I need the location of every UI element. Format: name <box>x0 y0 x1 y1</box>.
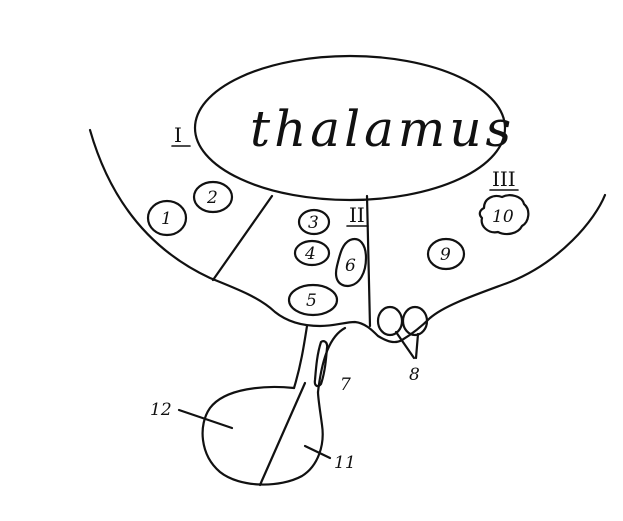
leader-8-right <box>414 332 420 360</box>
nucleus-6-outline <box>334 237 368 288</box>
pituitary-gland-outline <box>201 385 324 486</box>
region-label-II: II <box>349 203 365 227</box>
region-label-I: I <box>174 123 182 147</box>
label-7: 7 <box>340 375 351 395</box>
nucleus-3-label: 3 <box>308 213 319 233</box>
divider-II-III <box>365 194 372 328</box>
nucleus-2-outline <box>192 180 234 214</box>
nucleus-9-label: 9 <box>440 245 451 265</box>
label-11: 11 <box>334 453 356 473</box>
nucleus-5-label: 5 <box>306 291 317 311</box>
stalk-left-edge <box>292 324 309 390</box>
leader-11 <box>303 444 332 460</box>
nucleus-10-label: 10 <box>492 207 514 227</box>
mammillary-body-right <box>401 305 429 337</box>
label-12: 12 <box>150 400 172 420</box>
mammillary-body-left <box>376 305 404 337</box>
nucleus-6-label: 6 <box>345 256 356 276</box>
region-label-III: III <box>492 167 516 191</box>
thalamus-ellipse <box>193 54 507 202</box>
nucleus-9-outline <box>426 237 466 271</box>
leader-8-left <box>394 330 416 360</box>
nucleus-10-outline <box>478 194 530 236</box>
nucleus-1-outline <box>146 199 188 237</box>
thalamus-label: thalamus <box>250 100 515 158</box>
pituitary-divider <box>258 381 307 487</box>
structure-7-outline <box>313 340 329 388</box>
nucleus-4-label: 4 <box>304 244 316 264</box>
nucleus-1-label: 1 <box>161 209 172 229</box>
hypothalamus-outline <box>88 128 607 344</box>
divider-I-II <box>211 194 274 282</box>
nucleus-3-outline <box>297 208 331 236</box>
leader-12 <box>177 408 234 430</box>
nucleus-2-label: 2 <box>206 188 218 208</box>
nucleus-5-outline <box>287 283 339 317</box>
label-8: 8 <box>409 365 420 385</box>
nucleus-4-outline <box>293 239 331 267</box>
